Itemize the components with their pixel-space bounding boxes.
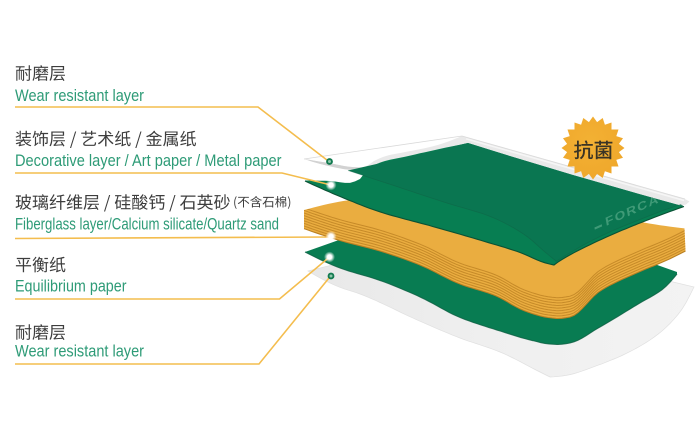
svg-text:Equilibrium paper: Equilibrium paper — [15, 277, 127, 295]
svg-text:Wear resistant layer: Wear resistant layer — [15, 342, 144, 360]
svg-text:Fiberglass layer/Calcium silic: Fiberglass layer/Calcium silicate/Quartz… — [15, 215, 279, 233]
svg-text:Decorative layer / Art paper /: Decorative layer / Art paper / Metal pap… — [15, 152, 282, 170]
svg-text:Wear resistant layer: Wear resistant layer — [15, 87, 144, 105]
